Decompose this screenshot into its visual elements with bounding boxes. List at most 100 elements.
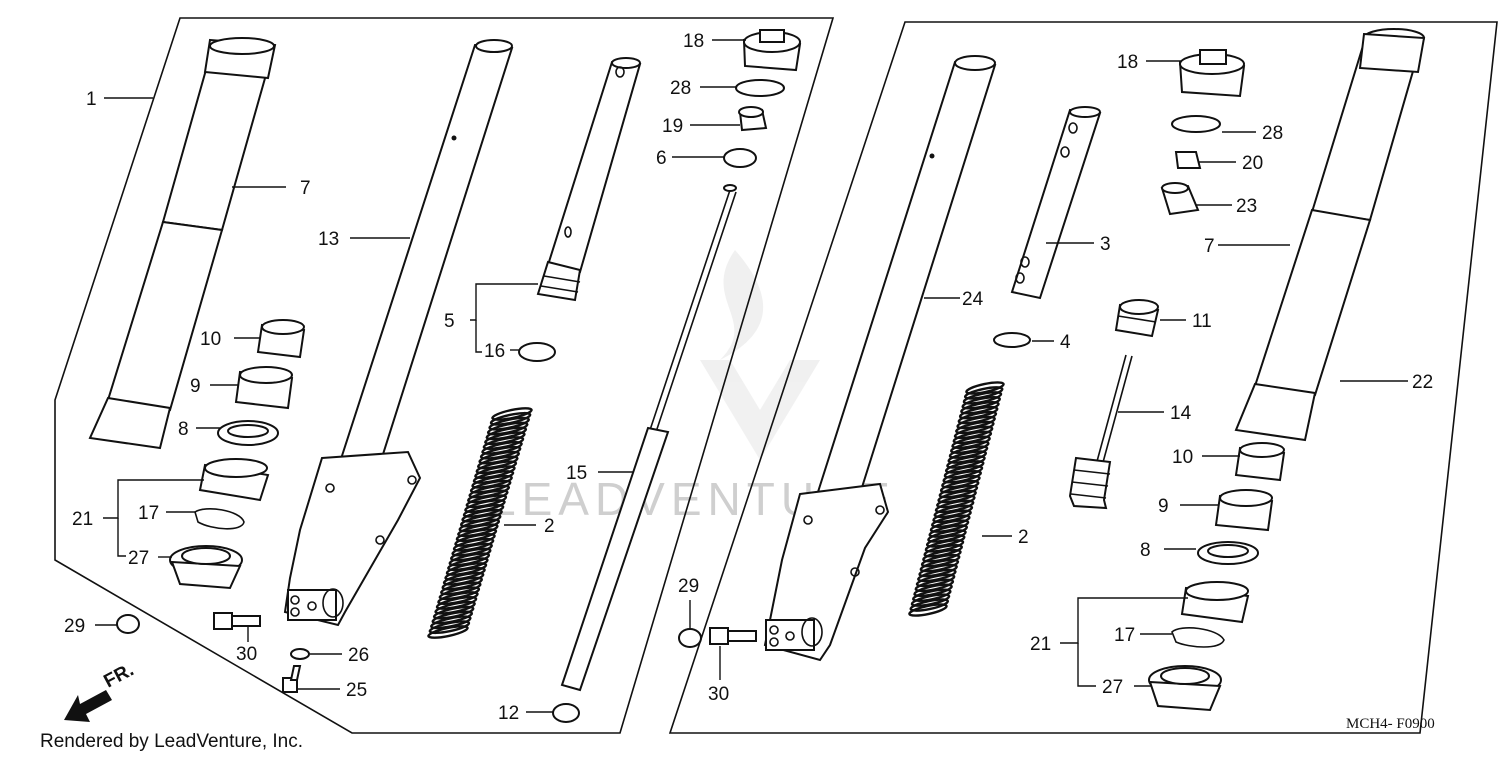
spring-coil xyxy=(943,465,984,479)
spring-coil xyxy=(958,405,999,420)
spring-coil xyxy=(963,386,1004,400)
callout-10: 10 xyxy=(200,329,221,350)
spring-coil xyxy=(937,489,977,504)
o-ring-28-left xyxy=(735,79,785,97)
fork-tube-upper-left xyxy=(88,37,277,450)
dust-seal-27-left xyxy=(169,545,243,590)
spring-coil xyxy=(917,568,957,583)
spring-coil xyxy=(949,440,990,454)
spring-coil xyxy=(955,420,995,435)
callout-21-r: 21 xyxy=(1030,634,1051,655)
spring-coil xyxy=(922,548,962,563)
callout-5: 5 xyxy=(444,311,455,332)
washer-4 xyxy=(993,332,1031,348)
bushing-10-right xyxy=(1234,442,1286,482)
callout-27: 27 xyxy=(128,548,149,569)
left-panel-callouts: 1 7 13 5 16 10 9 8 21 17 27 29 30 26 25 … xyxy=(64,31,704,724)
callout-24: 24 xyxy=(962,289,984,310)
spring-coil xyxy=(929,519,970,533)
callout-2: 2 xyxy=(544,516,555,537)
collar-12 xyxy=(552,703,580,723)
callout-29-r: 29 xyxy=(678,576,699,597)
bushing-10-left xyxy=(256,319,306,359)
spring-coil xyxy=(948,445,989,459)
callout-18: 18 xyxy=(683,31,704,52)
callout-22: 22 xyxy=(1412,372,1433,393)
spring-coil xyxy=(941,474,981,489)
spring-coil xyxy=(938,484,979,499)
callout-8: 8 xyxy=(178,419,189,440)
washer-8-left xyxy=(217,420,279,446)
spring-coil xyxy=(952,430,993,445)
nut-19 xyxy=(738,106,768,132)
spring-coil xyxy=(933,504,974,519)
spring-coil xyxy=(957,410,998,425)
callout-26: 26 xyxy=(348,645,369,666)
callout-23: 23 xyxy=(1236,196,1257,217)
spring-coil xyxy=(923,544,964,558)
spring-coil xyxy=(942,470,983,484)
spring-coil xyxy=(934,499,975,514)
callout-25: 25 xyxy=(346,680,367,701)
callout-11: 11 xyxy=(1192,311,1212,332)
callout-3: 3 xyxy=(1100,234,1111,255)
bushing-9-left xyxy=(234,366,294,410)
callout-13: 13 xyxy=(318,229,339,250)
clip-17-right xyxy=(1171,627,1225,648)
cap-bolt-18-left xyxy=(742,29,802,72)
spring-coil xyxy=(965,381,1005,395)
callout-7: 7 xyxy=(300,178,311,199)
spring-coil xyxy=(908,603,948,617)
spring-coil xyxy=(960,400,1000,415)
leader-lines xyxy=(95,39,1408,713)
dust-seal-27-right xyxy=(1148,665,1222,712)
spring-coil xyxy=(962,391,1003,405)
spring-coil xyxy=(930,514,971,528)
spring-coil xyxy=(953,425,994,440)
callout-29: 29 xyxy=(64,616,85,637)
damper-rod-left xyxy=(536,57,642,302)
bolt-30-left xyxy=(213,612,261,630)
callout-19: 19 xyxy=(662,116,683,137)
right-panel-callouts: 18 28 20 23 3 24 7 22 11 4 14 10 9 8 2 2… xyxy=(678,52,1433,705)
spring-coil xyxy=(427,625,469,639)
washer-8-right xyxy=(1197,541,1259,565)
spring-coil xyxy=(947,450,988,464)
bolt-30-right xyxy=(709,627,757,645)
callout-10-r: 10 xyxy=(1172,447,1193,468)
fork-slider-left xyxy=(283,39,514,627)
spring-coil xyxy=(951,435,991,450)
spring-coil xyxy=(928,524,969,538)
fork-tube-upper-right xyxy=(1234,28,1426,442)
fork-rod-15 xyxy=(560,184,737,692)
spring-coil xyxy=(914,578,955,593)
callout-30: 30 xyxy=(236,644,257,665)
callout-16: 16 xyxy=(484,341,505,362)
spring-coil xyxy=(428,620,471,635)
cap-29-left xyxy=(116,614,140,634)
collar-6 xyxy=(723,148,757,168)
spring-coil xyxy=(944,460,985,474)
ring-16-left xyxy=(518,342,556,362)
cap-29-right xyxy=(678,628,702,648)
spring-coil xyxy=(909,598,950,612)
spring-coil xyxy=(911,588,952,602)
callout-7-r: 7 xyxy=(1204,236,1215,257)
diagram-code: MCH4- F0900 xyxy=(1346,716,1435,732)
washer-26 xyxy=(290,648,310,660)
callout-6: 6 xyxy=(656,148,667,169)
callout-9-r: 9 xyxy=(1158,496,1169,517)
spring-coil xyxy=(927,529,967,543)
front-label: FR. xyxy=(100,660,137,693)
spring-coil xyxy=(961,396,1002,410)
callout-8-r: 8 xyxy=(1140,540,1151,561)
cap-bolt-18-right xyxy=(1178,49,1246,98)
callout-17-r: 17 xyxy=(1114,625,1135,646)
callout-15: 15 xyxy=(566,463,587,484)
left-panel-frame xyxy=(54,17,835,734)
callout-2-r: 2 xyxy=(1018,527,1029,548)
spring-coil xyxy=(920,553,961,568)
collar-23 xyxy=(1160,182,1200,216)
callout-18-r: 18 xyxy=(1117,52,1138,73)
